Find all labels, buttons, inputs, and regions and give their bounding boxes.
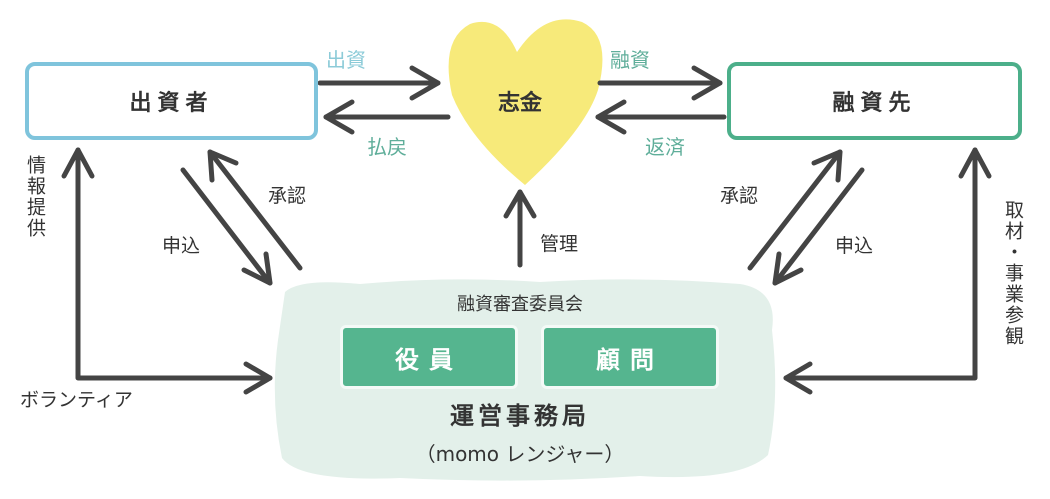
committee-label: 融資審査委員会 — [457, 294, 583, 315]
manage-label: 管理 — [540, 233, 579, 255]
investor-box: 出資者 — [25, 62, 318, 140]
advisors-label: 顧問 — [596, 345, 664, 374]
officers-label: 役員 — [395, 345, 463, 374]
invest-label: 出資 — [326, 48, 366, 72]
info-label: 情報提供 — [24, 155, 46, 239]
heart-shape — [448, 19, 603, 186]
investor-label: 出資者 — [129, 91, 214, 116]
arrow-info — [61, 147, 273, 395]
arrow-repay — [595, 99, 727, 135]
officers-box: 役員 — [340, 325, 518, 389]
arrow-refund — [323, 99, 451, 135]
left-approve-label: 承認 — [268, 185, 307, 207]
office-sub-label: （momo レンジャー） — [415, 442, 625, 466]
arrow-left-approve — [207, 149, 303, 271]
arrow-manage — [503, 189, 537, 268]
office-label: 運営事務局 — [450, 402, 590, 430]
arrow-invest — [317, 65, 441, 101]
refund-label: 払戻 — [367, 135, 407, 159]
volunteer-label: ボランティア — [20, 389, 133, 411]
arrow-left-apply — [180, 167, 273, 286]
arrow-loan — [597, 65, 723, 101]
arrow-visit — [783, 147, 992, 395]
arrow-right-apply — [772, 167, 865, 286]
borrower-label: 融資先 — [832, 91, 917, 116]
arrow-right-approve — [747, 149, 843, 271]
left-apply-label: 申込 — [162, 235, 201, 257]
repay-label: 返済 — [645, 135, 685, 159]
loan-label: 融資 — [610, 48, 650, 72]
borrower-box: 融資先 — [727, 62, 1022, 140]
right-approve-label: 承認 — [720, 185, 759, 207]
right-apply-label: 申込 — [835, 235, 874, 257]
fund-label: 志金 — [497, 91, 542, 116]
advisors-box: 顧問 — [541, 325, 719, 389]
visit-label: 取材・事業参観 — [1002, 200, 1024, 347]
